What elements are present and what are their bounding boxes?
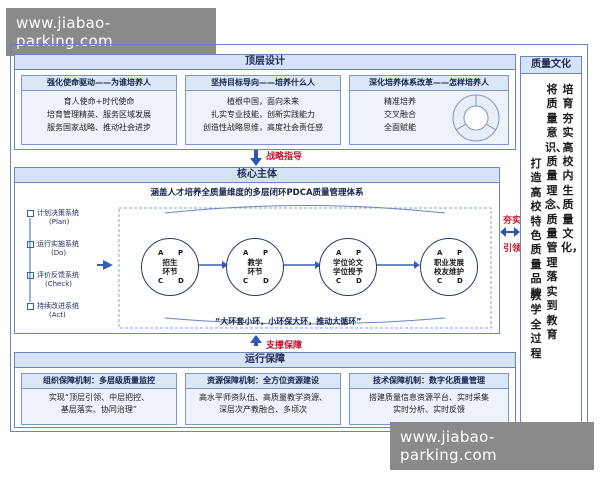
top-box-3-title: 深化培养体系改革——怎样培养人 bbox=[350, 76, 508, 91]
cycle-1-d: D bbox=[178, 277, 184, 285]
top-design-panel: 顶层设计 强化使命驱动——为谁培养人 育人使命+时代使命 培育管理精英、服务区域… bbox=[14, 54, 516, 150]
cycle-4-p: P bbox=[457, 249, 463, 257]
pdca-cycle-career: A P C D bbox=[420, 238, 478, 296]
cycle-4-a: A bbox=[437, 249, 443, 257]
diagram-frame bbox=[10, 44, 588, 432]
top-box-3: 深化培养体系改革——怎样培养人 精准培养 交叉融合 全面赋能 bbox=[349, 75, 509, 145]
step-act-marker bbox=[27, 303, 34, 310]
core-title: 涵盖人才培养全质量维度的多层闭环PDCA质量管理体系 bbox=[150, 188, 364, 198]
quality-culture-sidebar: 质量文化 培育夯实高校内生质量文化， 将质量意识、质量理念、质量管理落实到教育 … bbox=[520, 56, 583, 426]
cycle-4-d: D bbox=[457, 277, 463, 285]
top-box-2: 坚持目标导向——培养什么人 植根中国，面向未来 扎实专业技能，创新实践能力 创造… bbox=[185, 75, 341, 145]
side-arrow-label-2: 引领 bbox=[503, 244, 522, 254]
cycle-2-d: D bbox=[263, 277, 269, 285]
cycle-3-p: P bbox=[356, 249, 362, 257]
pdca-cycle-enrollment: A P C D bbox=[141, 238, 199, 296]
ops-box-2: 资源保障机制：全方位资源建设 高水平师资队伍、高质量教学资源、 深层次产教融合、… bbox=[185, 373, 341, 425]
cycle-3-d: D bbox=[356, 277, 362, 285]
step-plan-code: (Plan) bbox=[49, 218, 70, 226]
cycle-1-c: C bbox=[158, 277, 164, 285]
top-box-3-line-1: 精准培养 bbox=[384, 97, 416, 106]
core-panel: 核心主体 涵盖人才培养全质量维度的多层闭环PDCA质量管理体系 计划决策系统 (… bbox=[14, 167, 500, 334]
ops-panel: 运行保障 组织保障机制：多层级质量监控 实现“顶层引领、中层把控、 基层落实、协… bbox=[14, 352, 516, 428]
step-do-label: 运行实施系统 bbox=[37, 240, 79, 248]
culture-col-3: 打造高校特色质量品牌 bbox=[530, 157, 542, 300]
top-box-1-line-1: 育人使命+时代使命 bbox=[63, 97, 135, 106]
ops-box-1-title: 组织保障机制：多层级质量监控 bbox=[22, 374, 176, 389]
cycle-3-label-2: 学位授予 bbox=[333, 267, 363, 276]
step-check-code: (Check) bbox=[45, 280, 72, 288]
ops-box-3: 技术保障机制：数字化质量管理 搭建质量信息资源平台、实时采集 实时分析、实时反馈 bbox=[349, 373, 509, 425]
ops-box-3-title: 技术保障机制：数字化质量管理 bbox=[350, 374, 508, 389]
step-do-code: (Do) bbox=[51, 249, 67, 257]
strategy-arrow-label: 战略指导 bbox=[266, 152, 303, 162]
support-arrow-head bbox=[250, 335, 262, 343]
top-box-2-line-2: 扎实专业技能，创新实践能力 bbox=[211, 110, 315, 119]
step-act-code: (Act) bbox=[49, 311, 66, 319]
top-box-3-line-3: 全面赋能 bbox=[384, 123, 416, 132]
cycle-4-c: C bbox=[437, 277, 443, 285]
top-box-3-line-2: 交叉融合 bbox=[384, 110, 416, 119]
cycle-2-a: A bbox=[243, 249, 249, 257]
cycle-4-label-2: 校友维护 bbox=[434, 267, 464, 276]
culture-col-1: 培育夯实高校内生质量文化， bbox=[561, 83, 583, 255]
top-box-1-title: 强化使命驱动——为谁培养人 bbox=[22, 76, 176, 91]
cycle-4-label-1: 职业发展 bbox=[434, 258, 464, 267]
core-header: 核心主体 bbox=[15, 168, 499, 183]
cycle-1-label-2: 环节 bbox=[162, 267, 178, 276]
step-check-label: 评价反馈系统 bbox=[37, 271, 79, 279]
top-box-2-line-3: 创造性战略思维，高度社会责任感 bbox=[203, 123, 323, 132]
ops-box-1-line-2: 基层落实、协同治理” bbox=[60, 405, 138, 414]
support-arrow-label: 支撑保障 bbox=[266, 341, 303, 351]
pdca-cycle-thesis: A P C D bbox=[319, 238, 377, 296]
ops-box-1-line-1: 实现“顶层引领、中层把控、 bbox=[48, 393, 150, 402]
step-plan-marker bbox=[27, 210, 34, 217]
cycle-2-label-2: 环节 bbox=[247, 267, 263, 276]
cycle-1-p: P bbox=[178, 249, 184, 257]
top-box-1-line-2: 培育管理精英、服务区域发展 bbox=[47, 110, 151, 119]
cycle-2-p: P bbox=[263, 249, 269, 257]
cycle-3-label-1: 学位论文 bbox=[333, 258, 363, 267]
cycle-1-a: A bbox=[158, 249, 164, 257]
step-plan-label: 计划决策系统 bbox=[37, 209, 79, 217]
ops-box-3-line-1: 搭建质量信息资源平台、实时采集 bbox=[369, 393, 489, 402]
pdca-cycle-teaching: A P C D bbox=[226, 238, 284, 296]
ops-header: 运行保障 bbox=[15, 353, 515, 368]
ops-box-1: 组织保障机制：多层级质量监控 实现“顶层引领、中层把控、 基层落实、协同治理” bbox=[21, 373, 177, 425]
culture-col-4: 教学全过程 bbox=[530, 289, 542, 360]
cycle-1-label-1: 招生 bbox=[162, 258, 178, 267]
watermark-bottom: www.jiabao-parking.com bbox=[390, 422, 594, 470]
culture-col-2: 将质量意识、质量理念、质量管理落实到教育 bbox=[545, 83, 567, 341]
strategy-arrow-shaft bbox=[254, 150, 258, 158]
core-slogan: “大环套小环，小环保大环，推动大循环” bbox=[215, 317, 362, 326]
watermark-top: www.jiabao-parking.com bbox=[6, 8, 216, 56]
cycle-3-c: C bbox=[336, 277, 342, 285]
strategy-arrow-head bbox=[250, 158, 262, 166]
cycle-2-c: C bbox=[243, 277, 249, 285]
quality-culture-title: 质量文化 bbox=[521, 57, 581, 74]
ops-box-3-line-2: 实时分析、实时反馈 bbox=[393, 405, 465, 414]
bidirectional-arrow-icon bbox=[500, 227, 520, 237]
side-arrow-label-1: 夯实 bbox=[503, 216, 522, 226]
ops-box-2-title: 资源保障机制：全方位资源建设 bbox=[186, 374, 340, 389]
ops-box-2-line-2: 深层次产教融合、多顷次 bbox=[219, 405, 307, 414]
cycle-3-a: A bbox=[336, 249, 342, 257]
top-box-2-line-1: 植根中国，面向未来 bbox=[227, 97, 299, 106]
top-box-1-line-3: 服务国家战略、推动社会进步 bbox=[47, 123, 151, 132]
cycle-2-label-1: 教学 bbox=[247, 258, 263, 267]
top-design-header: 顶层设计 bbox=[15, 55, 515, 70]
top-box-2-title: 坚持目标导向——培养什么人 bbox=[186, 76, 340, 91]
top-box-1: 强化使命驱动——为谁培养人 育人使命+时代使命 培育管理精英、服务区域发展 服务… bbox=[21, 75, 177, 145]
step-act-label: 持续改进系统 bbox=[37, 302, 79, 310]
steps-flow-lines bbox=[29, 205, 492, 329]
ops-box-2-line-1: 高水平师资队伍、高质量教学资源、 bbox=[199, 393, 327, 402]
training-wheel-graphic bbox=[452, 94, 500, 142]
